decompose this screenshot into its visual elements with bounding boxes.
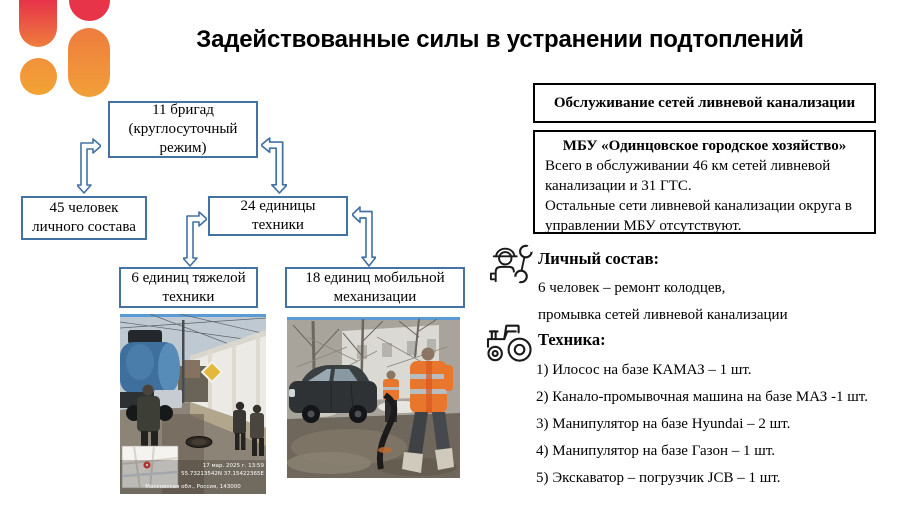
vacuum-truck-icon [120,330,182,421]
tech-list-item: 3) Манипулятор на базе Hyundai – 2 шт. [536,416,791,432]
tech-list-item: 2) Канало-промывочная машина на базе МАЗ… [536,389,868,405]
worker-wrench-icon [489,243,535,285]
flowchart-box-brigades: 11 бригад (круглосуточный режим) [108,101,258,158]
photo-vacuum-truck: 17 мар. 2025 г. 13:59 55.73213542N 37.15… [120,314,266,494]
tech-list: 1) Илосос на базе КАМАЗ – 1 шт. 2) Канал… [536,361,892,496]
person-silhouette [233,401,246,450]
logo-shape [69,0,110,21]
person-silhouette [250,404,264,456]
photo-workers-pumping [287,317,460,478]
person-silhouette [137,384,160,459]
tech-list-item: 4) Манипулятор на базе Газон – 1 шт. [536,443,776,459]
bent-arrow-icon [261,137,287,194]
logo-shape [68,28,110,97]
photo-timestamp: 17 мар. 2025 г. 13:59 [203,463,265,469]
pump-hose [376,392,398,470]
bent-arrow-icon [77,138,101,194]
logo-shape [19,0,57,47]
photo-address: Московская обл., Россия, 143000 [145,484,241,490]
tech-heading: Техника: [538,330,606,349]
org-info-line: Всего в обслуживании 46 км сетей ливнево… [545,158,831,194]
section-header-storm-sewer: Обслуживание сетей ливневой канализации [533,83,876,123]
tech-list-item: 1) Илосос на базе КАМАЗ – 1 шт. [536,362,752,378]
map-inset [121,445,179,489]
personnel-heading: Личный состав: [538,249,659,268]
photo-workers-image [287,317,460,478]
personnel-line: промывка сетей ливневой канализации [538,307,788,323]
org-name: МБУ «Одинцовское городское хозяйство» [562,138,847,154]
road-sign-icon [200,360,224,384]
bent-arrow-icon [352,206,376,267]
car-icon [289,365,377,423]
organization-logo-icon [18,0,113,100]
flowchart-box-heavy-equipment: 6 единиц тяжелой техники [119,267,258,308]
flowchart-box-personnel: 45 человек личного состава [21,196,147,240]
tech-list-item: 5) Экскаватор – погрузчик JCB – 1 шт. [536,470,781,486]
bent-arrow-icon [183,211,207,267]
personnel-line: 6 человек – ремонт колодцев, [538,280,726,296]
org-info-line: Остальные сети ливневой канализации окру… [545,198,852,234]
tractor-icon [486,324,532,362]
logo-shape [20,58,57,95]
worker-large [402,347,454,473]
org-info-box: МБУ «Одинцовское городское хозяйство» Вс… [533,130,876,234]
flowchart-box-mobile-mechanization: 18 единиц мобильной механизации [285,267,465,308]
page-title: Задействованные силы в устранении подтоп… [196,26,804,53]
photo-coordinates: 55.73213542N 37.15422365E [181,471,264,477]
flowchart-box-equipment: 24 единицы техники [208,196,348,236]
photo-vacuum-truck-image: 17 мар. 2025 г. 13:59 55.73213542N 37.15… [120,314,266,494]
